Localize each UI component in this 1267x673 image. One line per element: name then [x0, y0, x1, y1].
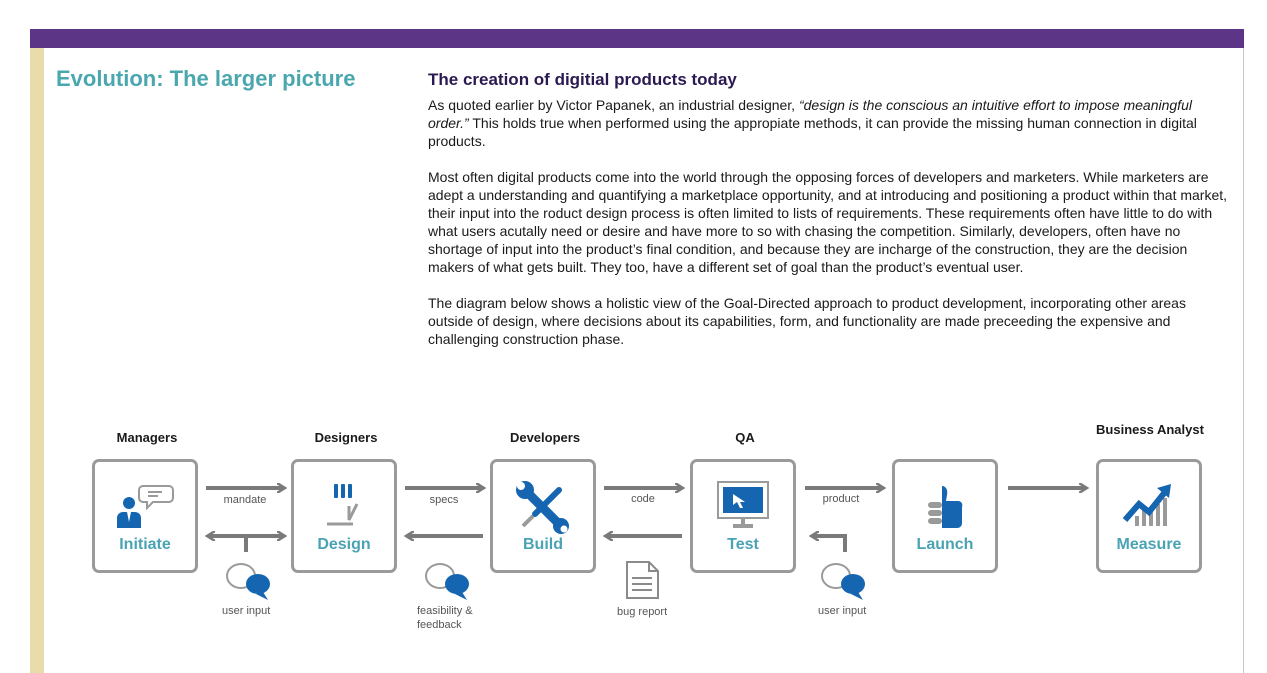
stage-label: Test [727, 536, 759, 553]
article-paragraph-3: The diagram below shows a holistic view … [428, 295, 1186, 347]
document-icon [626, 561, 659, 599]
role-managers: Managers [116, 430, 178, 445]
label-code: code [631, 493, 655, 505]
monitor-icon [693, 480, 793, 530]
role-qa: QA [735, 430, 755, 445]
manager-icon [95, 480, 195, 530]
role-business-analyst: Business Analyst [1096, 422, 1204, 437]
label-user-input-2: user input [818, 605, 867, 617]
role-designers: Designers [314, 430, 378, 445]
label-specs: specs [429, 494, 459, 506]
stage-label: Launch [916, 536, 974, 553]
speech-bubble-icon-2 [425, 563, 469, 600]
role-developers: Developers [509, 430, 581, 445]
stage-build: Build [490, 459, 596, 573]
article-paragraph-1: As quoted earlier by Victor Papanek, an … [428, 96, 1228, 150]
thumbs-up-icon [895, 480, 995, 530]
label-feasibility: feasibility & feedback [417, 605, 473, 631]
stage-label: Design [317, 536, 371, 553]
stage-test: Test [690, 459, 796, 573]
top-banner-bar [30, 29, 1244, 48]
para1-intro: As quoted earlier by Victor Papanek, an … [428, 97, 799, 113]
label-product: product [822, 493, 860, 505]
design-tools-icon [294, 480, 394, 530]
speech-bubble-icon-1 [226, 563, 270, 600]
user-input-stem-2 [812, 536, 847, 552]
speech-bubble-icon-3 [821, 563, 865, 600]
right-border [1243, 48, 1244, 673]
wrench-screwdriver-icon [493, 480, 593, 534]
stage-launch: Launch [892, 459, 998, 573]
label-bug-report: bug report [617, 606, 668, 618]
stage-measure: Measure [1096, 459, 1202, 573]
article-paragraph-2: Most often digital products come into th… [428, 169, 1228, 275]
article: The creation of digitial products today … [428, 70, 1228, 366]
article-heading: The creation of digitial products today [428, 70, 737, 89]
sidebar-strip [30, 48, 44, 673]
stage-initiate: Initiate [92, 459, 198, 573]
stage-design: Design [291, 459, 397, 573]
label-mandate: mandate [223, 494, 267, 506]
stage-label: Initiate [119, 536, 171, 553]
rising-chart-icon [1099, 480, 1199, 530]
para1-rest: This holds true when performed using the… [428, 115, 1197, 149]
label-user-input-1: user input [222, 605, 271, 617]
papanek-quote: “design is the conscious an intuitive ef… [428, 97, 1192, 131]
stage-label: Build [523, 536, 563, 553]
stage-label: Measure [1116, 536, 1182, 553]
section-title: Evolution: The larger picture [56, 66, 356, 91]
